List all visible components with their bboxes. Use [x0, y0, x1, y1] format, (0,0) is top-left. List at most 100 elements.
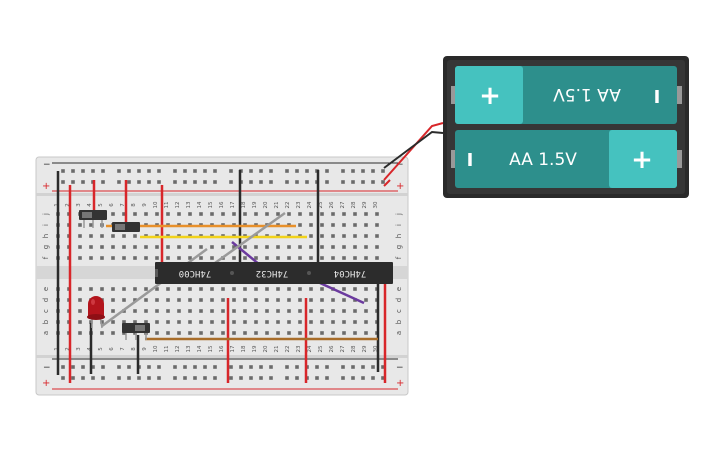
breadboard-hole [285, 169, 289, 173]
breadboard-hole [315, 376, 319, 380]
breadboard-hole [127, 365, 131, 369]
wire-gray-lower[interactable] [101, 247, 208, 328]
breadboard-hole [157, 376, 161, 380]
breadboard-hole [364, 223, 368, 227]
column-number-bottom: 29 [362, 345, 368, 352]
breadboard-hole [265, 212, 269, 216]
row-letter: i [42, 224, 50, 226]
chip-74hc04-label: 74HC04 [334, 268, 367, 278]
breadboard-hole [221, 298, 225, 302]
battery-top-label: AA 1.5V [553, 84, 621, 104]
breadboard-hole [353, 331, 357, 335]
breadboard-hole [229, 169, 233, 173]
breadboard-hole [232, 256, 236, 260]
breadboard-hole [232, 320, 236, 324]
slide-switch-3[interactable] [122, 323, 150, 340]
breadboard-hole [351, 169, 355, 173]
ic-chips: 74HC00 74HC32 74HC04 [155, 262, 393, 284]
column-number-top: 10 [153, 201, 159, 208]
column-number-bottom: 10 [153, 345, 159, 352]
breadboard-hole [147, 365, 151, 369]
breadboard-hole [177, 309, 181, 313]
column-number-top: 15 [208, 201, 214, 208]
column-number-top: 28 [351, 201, 357, 208]
breadboard-hole [91, 365, 95, 369]
breadboard-hole [155, 309, 159, 313]
breadboard-hole [100, 331, 104, 335]
breadboard-hole [61, 376, 65, 380]
column-number-top: 17 [230, 201, 236, 208]
breadboard-hole [101, 180, 105, 184]
breadboard-hole [320, 320, 324, 324]
column-number-bottom: 7 [120, 347, 126, 351]
breadboard-hole [133, 256, 137, 260]
column-number-top: 24 [307, 201, 313, 208]
breadboard-hole [265, 298, 269, 302]
rail-minus-label-tl: − [43, 160, 51, 170]
column-number-bottom: 11 [164, 346, 170, 353]
breadboard-hole [320, 223, 324, 227]
breadboard-hole [254, 245, 258, 249]
column-number-top: 18 [241, 201, 247, 208]
breadboard-hole [144, 298, 148, 302]
breadboard-hole [89, 223, 93, 227]
breadboard-hole [157, 180, 161, 184]
column-number-bottom: 14 [197, 345, 203, 352]
column-number-top: 2 [65, 203, 71, 207]
row-letter: j [395, 213, 403, 216]
breadboard-hole [203, 169, 207, 173]
breadboard-hole [71, 376, 75, 380]
breadboard-hole [147, 376, 151, 380]
breadboard-hole [177, 245, 181, 249]
breadboard-hole [111, 309, 115, 313]
breadboard-hole [320, 331, 324, 335]
breadboard-hole [325, 365, 329, 369]
breadboard-hole [213, 365, 217, 369]
breadboard-hole [133, 245, 137, 249]
breadboard-hole [353, 309, 357, 313]
wire-purple-top[interactable] [231, 241, 261, 266]
breadboard-hole [309, 331, 313, 335]
breadboard-hole [381, 376, 385, 380]
breadboard-hole [91, 169, 95, 173]
breadboard-hole [342, 256, 346, 260]
breadboard-hole [243, 245, 247, 249]
breadboard-hole [249, 376, 253, 380]
column-number-bottom: 13 [186, 345, 192, 352]
breadboard-hole [183, 180, 187, 184]
breadboard-hole [243, 287, 247, 291]
breadboard-hole [127, 169, 131, 173]
breadboard-hole [232, 287, 236, 291]
breadboard-hole [249, 169, 253, 173]
breadboard-hole [155, 256, 159, 260]
breadboard-hole [287, 287, 291, 291]
breadboard-hole [341, 365, 345, 369]
breadboard-hole [243, 256, 247, 260]
breadboard-hole [364, 234, 368, 238]
breadboard-hole [173, 365, 177, 369]
breadboard-hole [320, 212, 324, 216]
breadboard-hole [89, 245, 93, 249]
slide-switch-2[interactable] [112, 222, 140, 232]
column-number-top: 27 [340, 201, 346, 208]
breadboard-hole [133, 298, 137, 302]
slide-switch-1[interactable] [79, 210, 107, 228]
chip-74hc32-label: 74HC32 [256, 268, 289, 278]
breadboard-hole [239, 376, 243, 380]
breadboard-hole [221, 331, 225, 335]
breadboard-hole [188, 287, 192, 291]
breadboard-hole [166, 309, 170, 313]
wire-gray-upper[interactable] [214, 211, 286, 265]
column-number-top: 6 [109, 203, 115, 207]
breadboard-hole [221, 320, 225, 324]
breadboard-hole [295, 169, 299, 173]
breadboard-hole [276, 287, 280, 291]
row-letter: i [395, 224, 403, 226]
breadboard-hole [122, 256, 126, 260]
breadboard-hole [320, 245, 324, 249]
wire-purple-bottom[interactable] [319, 281, 365, 305]
battery-cell-bottom: I AA 1.5V + [451, 130, 682, 188]
led[interactable] [87, 296, 105, 329]
breadboard-hole [166, 331, 170, 335]
